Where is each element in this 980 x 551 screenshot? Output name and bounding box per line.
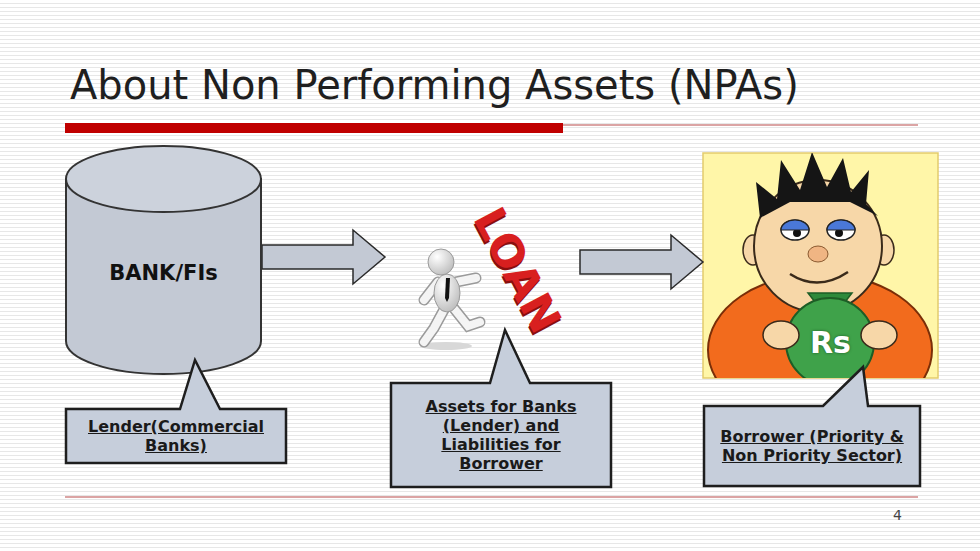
callout-box: Assets for Banks (Lender) and Liabilitie… [390, 382, 612, 488]
callout-text: Lender(Commercial Banks) [73, 417, 279, 455]
loan-illustration: LOAN [385, 185, 580, 355]
callout-shape [704, 367, 920, 486]
borrower-illustration: Rs [703, 153, 938, 378]
footer-rule [65, 496, 918, 497]
money-bag-symbol: Rs [810, 325, 851, 361]
page-number: 4 [893, 507, 902, 523]
bank-cylinder: BANK/FIs [65, 145, 262, 375]
callout-box: Lender(Commercial Banks) [65, 408, 287, 464]
cylinder-top [66, 146, 261, 212]
loan-word: LOAN [462, 199, 571, 342]
slide-title: About Non Performing Assets (NPAs) [70, 62, 799, 108]
callout-shape [391, 330, 611, 487]
borrower-cartoon [703, 152, 938, 426]
callout-shape [66, 360, 286, 463]
cylinder-label: BANK/FIs [109, 261, 217, 286]
cylinder-outline [65, 145, 262, 375]
title-bar [65, 123, 563, 133]
callout-text: Borrower (Priority & Non Priority Sector… [711, 427, 913, 465]
block-arrow [580, 235, 703, 289]
running-man-figure [420, 249, 480, 350]
callout-box: Borrower (Priority & Non Priority Sector… [703, 405, 921, 487]
block-arrow [262, 230, 385, 284]
callout-text: Assets for Banks (Lender) and Liabilitie… [398, 397, 604, 474]
